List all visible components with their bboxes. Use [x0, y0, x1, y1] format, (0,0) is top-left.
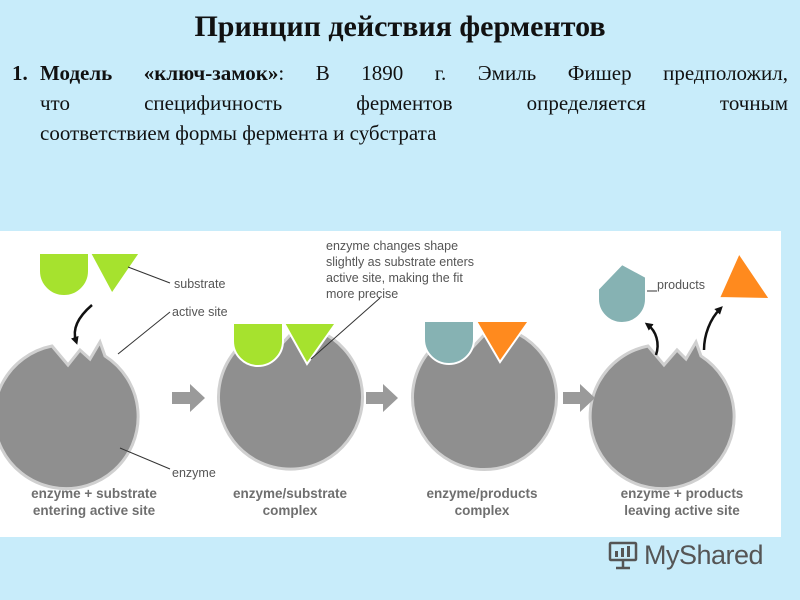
paragraph-line-1: Модель «ключ-замок»: В 1890 г. Эмиль Фиш… — [40, 58, 788, 88]
shape-change-label-2: slightly as substrate enters — [326, 255, 474, 269]
product-round-4 — [597, 262, 647, 324]
stage-4-caption-line-1: enzyme + products — [621, 486, 744, 501]
enzyme-diagram-panel: substrate active site enzyme products en… — [0, 231, 781, 537]
enzyme-diagram: substrate active site enzyme products en… — [0, 239, 772, 518]
watermark: MyShared — [608, 538, 764, 572]
enzyme-shape-3 — [411, 329, 558, 472]
entry-arrow — [70, 304, 93, 345]
enzyme-shape-1 — [0, 338, 140, 491]
stage-3-caption-line-2: complex — [455, 503, 510, 518]
product-triangle-3 — [474, 320, 531, 364]
active-site-label: active site — [172, 305, 228, 319]
active-site-leader-line — [117, 311, 171, 355]
shape-change-label-4: more precise — [326, 287, 398, 301]
page-title: Принцип действия ферментов — [194, 10, 606, 43]
stage-arrow-3 — [563, 384, 595, 412]
paragraph-line-2: что специфичность ферментов определяется… — [40, 91, 788, 115]
product-round-3 — [423, 320, 475, 365]
model-name: Модель «ключ-замок» — [40, 61, 279, 85]
stage-4-caption-line-2: leaving active site — [624, 503, 740, 518]
stage-arrow-1 — [172, 384, 205, 412]
stage-arrow-2 — [366, 384, 398, 412]
exit-arrow-right — [702, 306, 723, 351]
substrate-leader-line — [127, 266, 171, 284]
enzyme-shape-4 — [588, 338, 736, 491]
products-label: products — [657, 278, 705, 292]
substrate-label: substrate — [174, 277, 225, 291]
watermark-text: MyShared — [644, 539, 764, 570]
paragraph-line-3: соответствием формы фермента и субстрата — [40, 121, 437, 145]
shape-change-leader-line — [310, 297, 381, 360]
intro-paragraph: 1. Модель «ключ-замок»: В 1890 г. Эмиль … — [12, 58, 788, 148]
shape-change-label-1: enzyme changes shape — [326, 239, 458, 253]
exit-arrow-left — [644, 322, 659, 356]
paragraph-line-1-rest: : В 1890 г. Эмиль Фишер предположил, — [278, 61, 788, 85]
presentation-board-icon — [608, 541, 638, 570]
substrate-round-2 — [232, 322, 284, 367]
stage-1-caption-line-1: enzyme + substrate — [31, 486, 157, 501]
enzyme-label: enzyme — [172, 466, 216, 480]
shape-change-label-3: active site, making the fit — [326, 271, 463, 285]
stage-3-caption-line-1: enzyme/products — [426, 486, 537, 501]
substrate-triangle-1 — [88, 252, 142, 296]
substrate-round-1 — [38, 252, 90, 297]
stage-2-caption-line-1: enzyme/substrate — [233, 486, 348, 501]
list-number: 1. — [12, 61, 28, 85]
stage-2-caption-line-2: complex — [263, 503, 318, 518]
stage-1-caption-line-2: entering active site — [33, 503, 156, 518]
enzyme-leader-line — [119, 447, 171, 470]
substrate-triangle-2 — [282, 322, 338, 366]
product-triangle-4 — [717, 250, 772, 301]
